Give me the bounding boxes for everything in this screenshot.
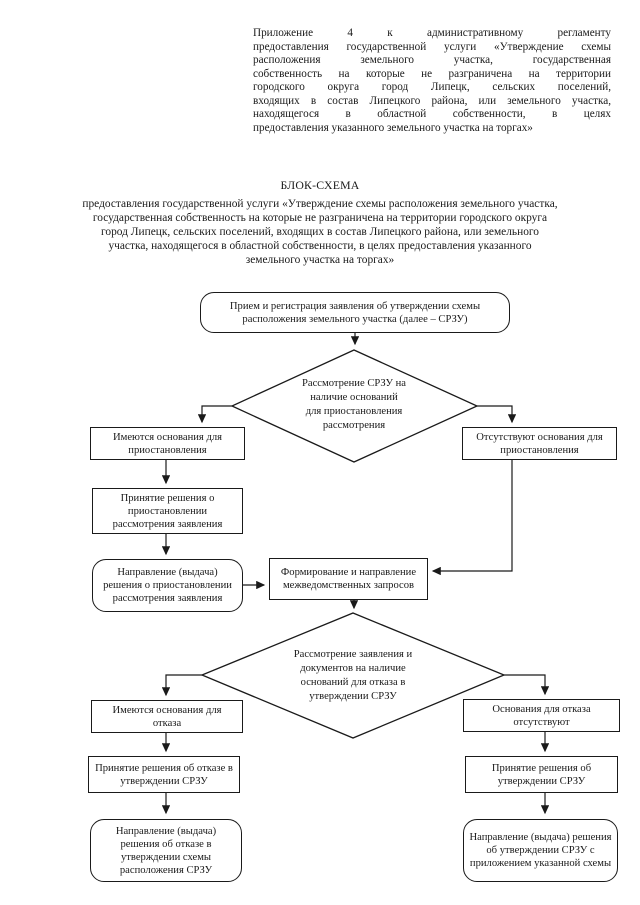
- flow-node-start: Прием и регистрация заявления об утвержд…: [200, 292, 510, 333]
- page-subtitle-line: земельного участка на торгах»: [245, 254, 395, 266]
- page-subtitle-line: участка, находящегося в областной собств…: [108, 240, 532, 252]
- flow-node-interagency: Формирование и направление межведомствен…: [269, 558, 428, 600]
- annex-note-line: находящегося в областной собственности, …: [253, 108, 611, 120]
- flow-node-send-refuse: Направление (выдача) решения об отказе в…: [90, 819, 242, 882]
- annex-note-line: расположения земельного участка, государ…: [253, 54, 611, 66]
- page-subtitle: предоставления государственной услуги «У…: [28, 197, 612, 267]
- annex-note-line: Приложение 4 к административному регламе…: [253, 27, 611, 39]
- page-subtitle-line: город Липецк, сельских поселений, входящ…: [101, 226, 539, 238]
- flow-node-label: Принятие решения об утверждении СРЗУ: [491, 762, 592, 787]
- flow-decision-refusal-label: Рассмотрение заявления и документов на н…: [293, 649, 413, 702]
- flow-node-label: Имеются основания для приостановления: [112, 431, 222, 456]
- flow-node-label: Направление (выдача) решения об отказе в…: [115, 825, 217, 876]
- flow-node-grounds-suspend-no: Отсутствуют основания для приостановлени…: [462, 427, 617, 460]
- annex-note-line: собственность на которые не разграничена…: [253, 67, 611, 80]
- page-subtitle-line: предоставления государственной услуги «У…: [82, 198, 558, 210]
- flow-node-label: Направление (выдача) решения о приостано…: [103, 567, 232, 604]
- flow-decision-suspension-label: Рассмотрение СРЗУ на наличие оснований д…: [302, 378, 406, 431]
- flow-node-grounds-refuse-yes: Имеются основания для отказа: [91, 700, 243, 733]
- flow-node-label: Формирование и направление межведомствен…: [280, 567, 417, 591]
- annex-note-line: предоставления указанного земельного уча…: [253, 121, 533, 134]
- flow-node-send-suspend: Направление (выдача) решения о приостано…: [92, 559, 243, 612]
- flow-node-decide-approve: Принятие решения об утверждении СРЗУ: [465, 756, 618, 793]
- annex-note-line: городского округа город Липецк, сельских…: [253, 81, 611, 93]
- annex-note-line: входящих в состав Липецкого района, или …: [253, 94, 611, 107]
- page-title: БЛОК-СХЕМА: [280, 178, 360, 192]
- flow-node-label: Принятие решения о приостановлении рассм…: [112, 492, 223, 530]
- flow-node-label: Принятие решения об отказе в утверждении…: [95, 762, 233, 787]
- flow-node-label: Имеются основания для отказа: [112, 704, 222, 729]
- page-subtitle-line: государственная собственность на которые…: [92, 212, 548, 224]
- flow-node-send-approve: Направление (выдача) решения об утвержде…: [463, 819, 618, 882]
- flow-node-grounds-refuse-no: Основания для отказа отсутствуют: [463, 699, 620, 732]
- annex-note: Приложение 4 к административному регламе…: [253, 27, 611, 135]
- flow-node-decide-suspend: Принятие решения о приостановлении рассм…: [92, 488, 243, 534]
- flow-node-label: Прием и регистрация заявления об утвержд…: [229, 300, 481, 325]
- flow-node-label: Направление (выдача) решения об утвержде…: [469, 832, 612, 869]
- flow-node-grounds-suspend-yes: Имеются основания для приостановления: [90, 427, 245, 460]
- flow-node-decide-refuse: Принятие решения об отказе в утверждении…: [88, 756, 240, 793]
- flow-node-label: Основания для отказа отсутствуют: [492, 703, 591, 728]
- flow-node-label: Отсутствуют основания для приостановлени…: [476, 431, 603, 456]
- annex-note-line: предоставления государственной услуги «У…: [253, 40, 611, 53]
